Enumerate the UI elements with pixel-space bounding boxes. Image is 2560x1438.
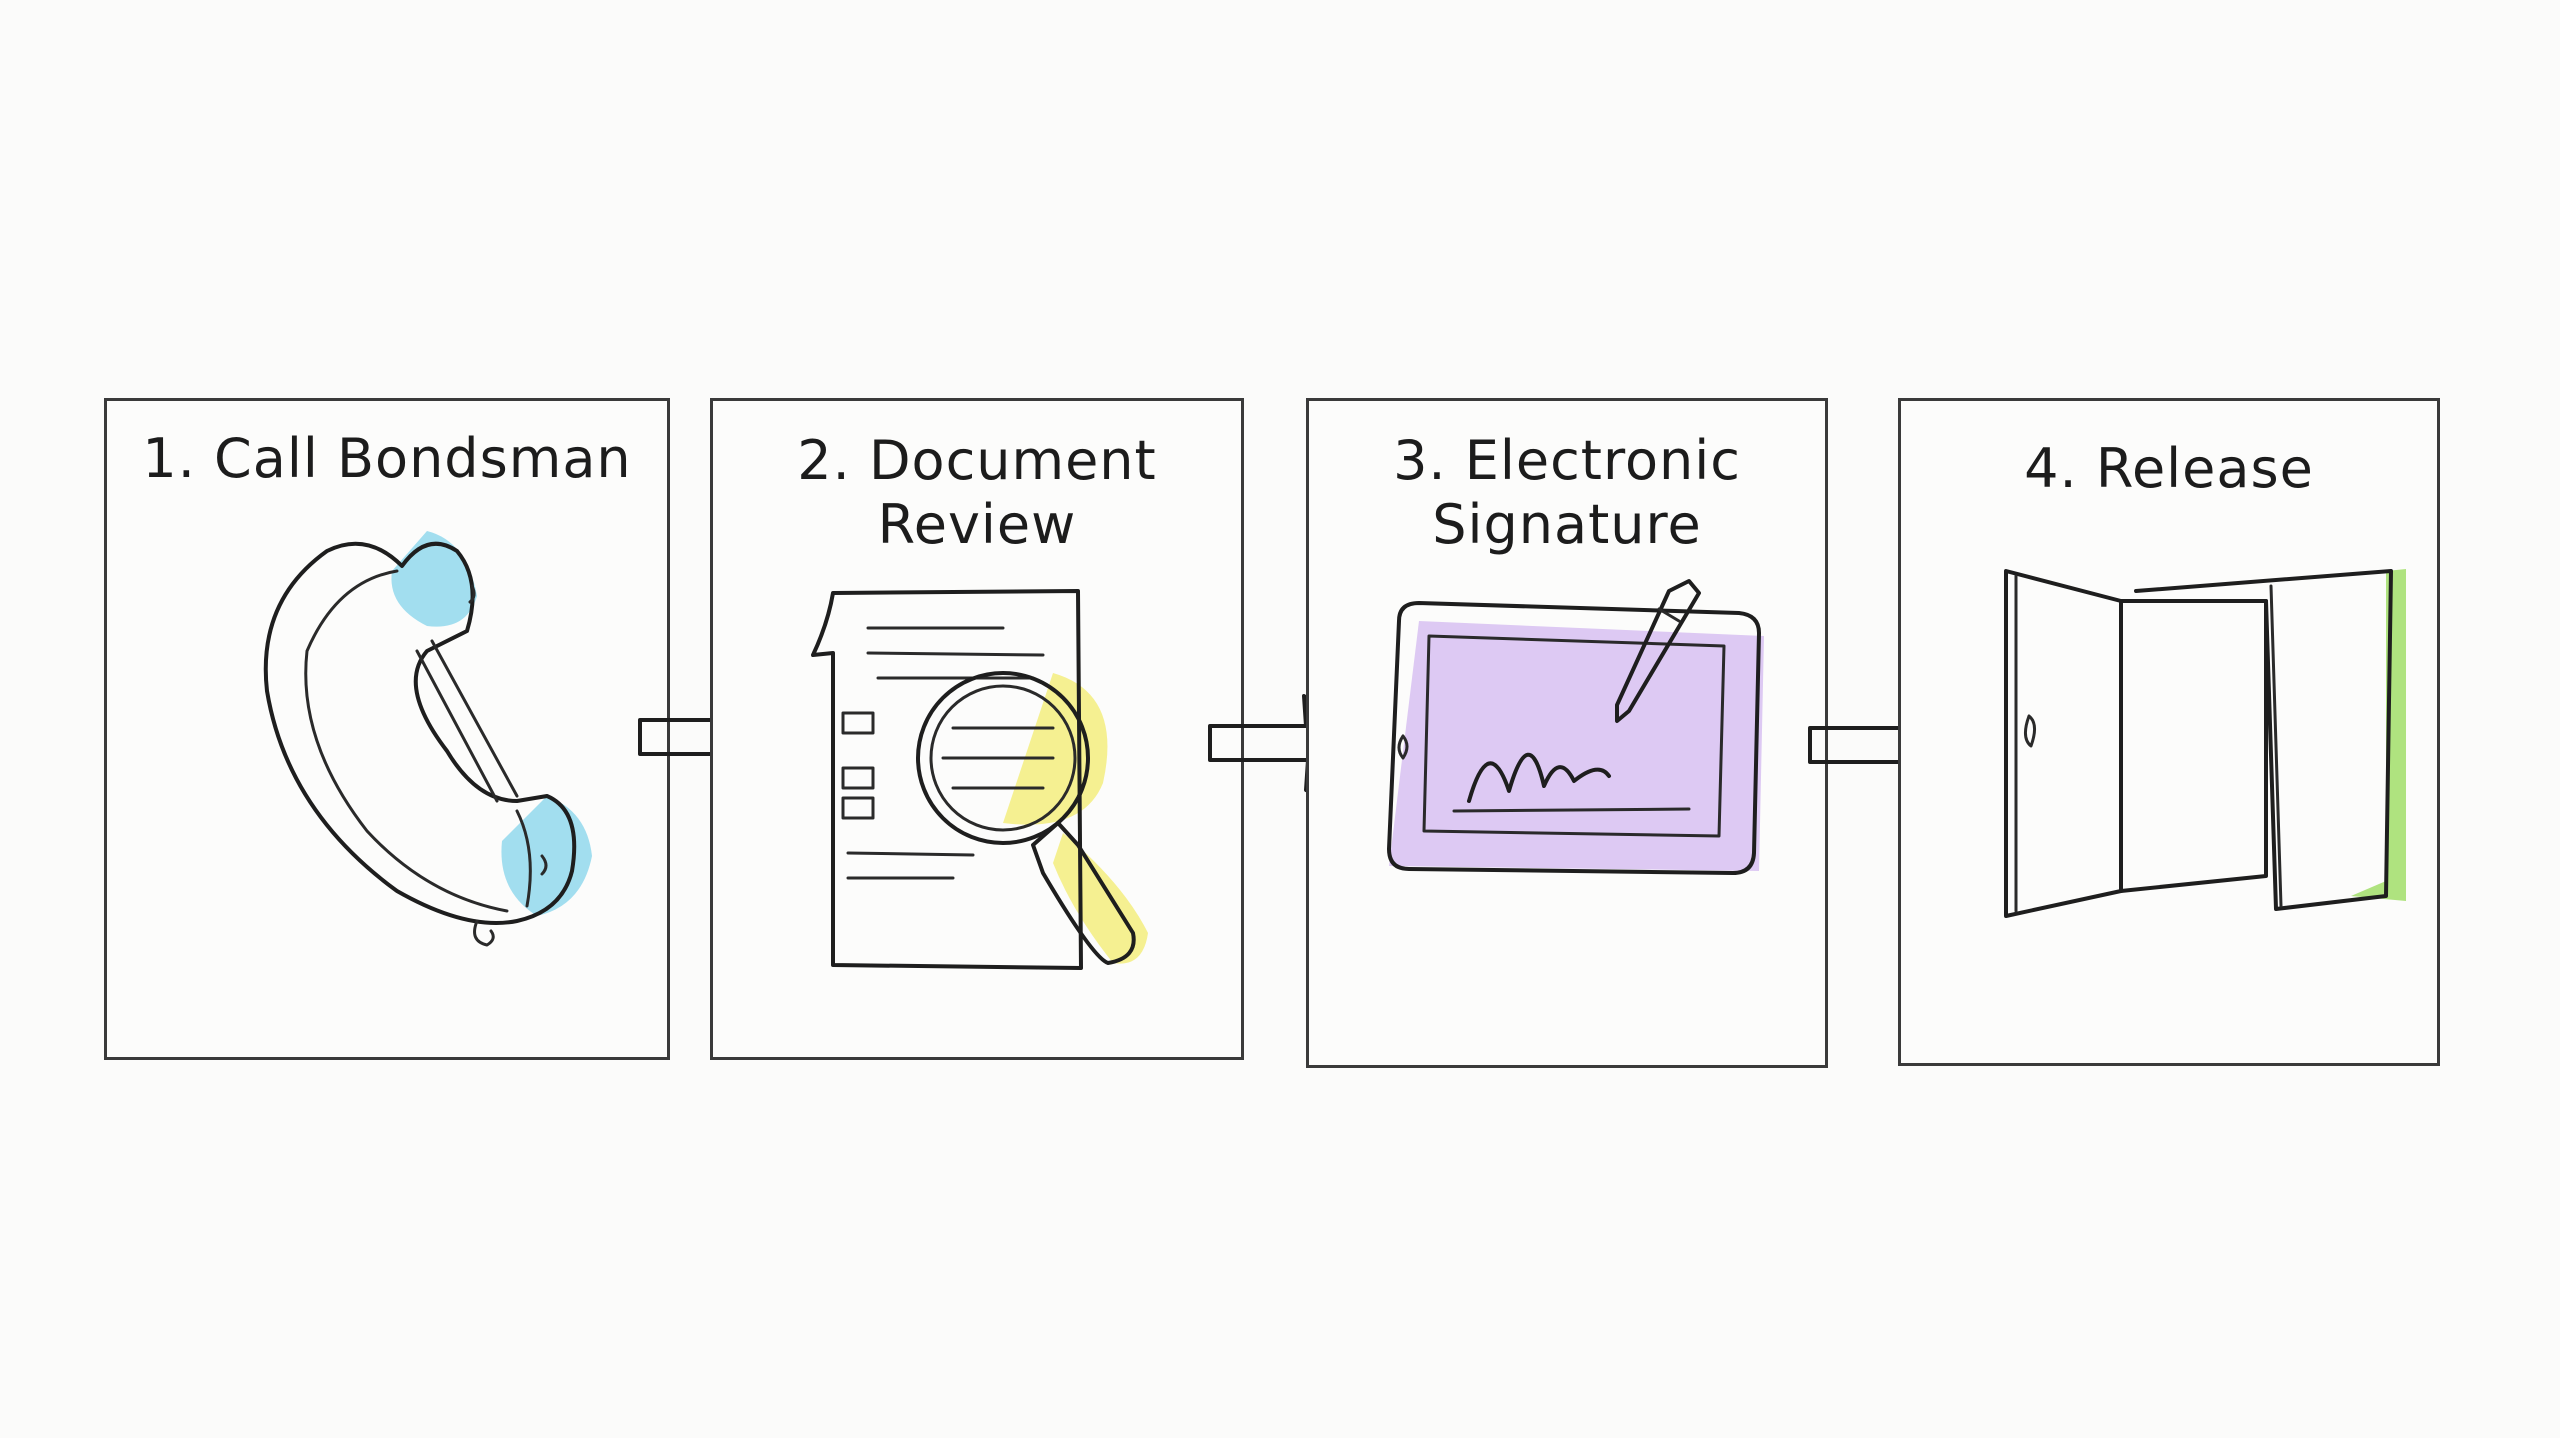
tablet-signature-icon [1387,579,1764,875]
phone-handset-icon [263,531,592,947]
step-title-line2: Review [877,493,1077,556]
step-title-line2: Signature [1432,493,1702,556]
step-title-line1: 3. Electronic [1393,429,1741,492]
step-panel-release: 4. Release [1898,398,2440,1066]
step-title: 1. Call Bondsman [107,427,667,491]
open-door-icon [2004,569,2406,918]
step-title: 4. Release [1901,437,2437,501]
step-title-line1: 2. Document [797,429,1157,492]
step-panel-document-review: 2. Document Review [710,398,1244,1060]
step-title: 2. Document Review [713,429,1241,557]
step-panel-electronic-signature: 3. Electronic Signature [1306,398,1828,1068]
step-title-text: 1. Call Bondsman [142,427,632,490]
magnifying-glass-document-icon [811,589,1148,970]
step-title: 3. Electronic Signature [1309,429,1825,557]
step-title-text: 4. Release [2024,437,2314,500]
step-panel-call-bondsman: 1. Call Bondsman [104,398,670,1060]
